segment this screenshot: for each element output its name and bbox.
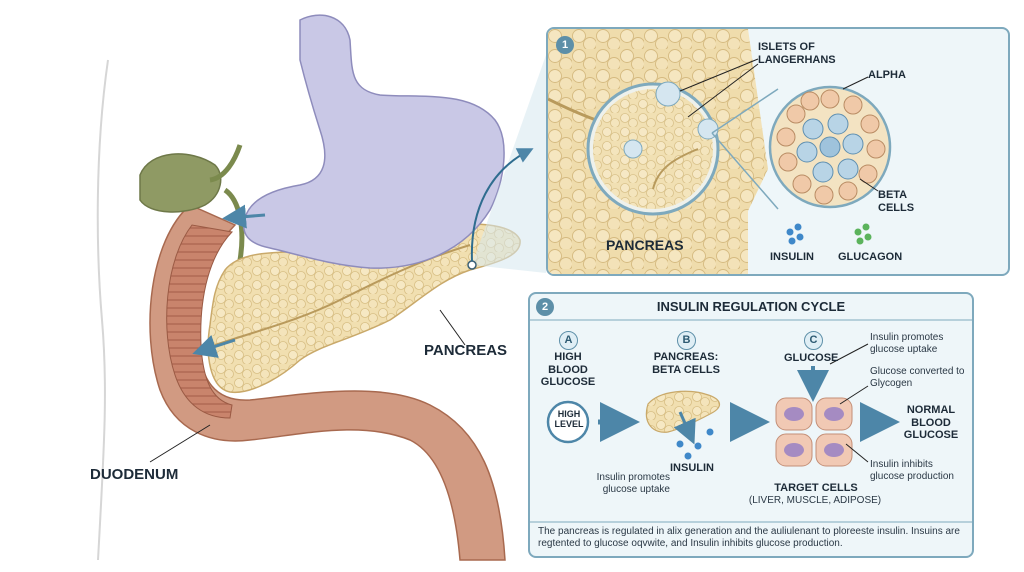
- flow-arrow: [192, 335, 236, 358]
- pancreas-label: PANCREAS: [424, 342, 508, 359]
- gallbladder: [139, 153, 222, 213]
- body-outline: [96, 59, 109, 561]
- step-b-badge: B: [677, 331, 696, 350]
- high-level-text: HIGH LEVEL: [554, 409, 584, 430]
- panel-islets-art: [548, 29, 892, 274]
- zoom-marker: [467, 260, 477, 270]
- insulin-note: Insulin promotes glucose uptake: [596, 472, 670, 495]
- panel-1-number: 1: [556, 36, 574, 54]
- insulin-label: INSULIN: [670, 462, 714, 474]
- beta-cell-pancreas: [645, 390, 721, 433]
- duodenum-leader: [149, 424, 211, 463]
- alpha-label: ALPHA: [868, 69, 906, 81]
- pancreas-leader: [439, 309, 466, 346]
- zoom-arrow: [470, 148, 534, 262]
- duodenum-label: DUODENUM: [90, 466, 179, 483]
- panel-islets: 1 ISLETS OF LANGERHANS ALPHA BETA CELLS …: [546, 27, 1010, 276]
- high-level-gauge: [546, 400, 590, 444]
- cycle-caption: The pancreas is regulated in alix genera…: [538, 526, 960, 549]
- flow-arrow: [222, 204, 266, 229]
- target-cells-label: TARGET CELLS: [774, 482, 858, 494]
- alpha-cells: [776, 89, 886, 205]
- target-cells: [775, 397, 853, 467]
- insulin-release-arrow: [673, 411, 696, 445]
- stomach: [243, 14, 505, 269]
- cycle-title: INSULIN REGULATION CYCLE: [656, 299, 846, 314]
- panel-insulin-cycle: 2 INSULIN REGULATION CYCLE A HIGH BLOOD …: [528, 292, 974, 558]
- beta-cells-label: BETA CELLS: [878, 189, 915, 214]
- step-a-label: HIGH BLOOD GLUCOSE: [540, 351, 596, 389]
- step-b-label: PANCREAS: BETA CELLS: [652, 351, 720, 376]
- annotation-uptake: Insulin promotes glucose uptake: [870, 332, 944, 355]
- islets-label: ISLETS OF LANGERHANS: [758, 41, 836, 66]
- glucagon-molecule: [854, 223, 872, 245]
- step-a-badge: A: [559, 331, 578, 350]
- insulin-molecule: [786, 223, 804, 245]
- annotation-inhibit: Insulin inhibits glucose production: [870, 459, 954, 482]
- panel-cycle-art: [530, 319, 972, 523]
- glucose-label: GLUCOSE: [784, 352, 839, 364]
- beta-cells: [796, 113, 864, 183]
- panel-2-number: 2: [536, 298, 554, 316]
- duodenum-inner: [166, 224, 234, 419]
- normal-glucose-label: NORMAL BLOOD GLUCOSE: [903, 404, 959, 442]
- legend-glucagon: GLUCAGON: [838, 251, 903, 263]
- target-cells-sub: (LIVER, MUSCLE, ADIPOSE): [748, 495, 882, 506]
- annotation-glycogen: Glucose converted to Glycogen: [870, 366, 965, 389]
- step-c-badge: C: [804, 331, 823, 350]
- panel-pancreas-label: PANCREAS: [606, 237, 684, 253]
- legend-insulin: INSULIN: [770, 251, 814, 263]
- insulin-dots: [676, 428, 714, 460]
